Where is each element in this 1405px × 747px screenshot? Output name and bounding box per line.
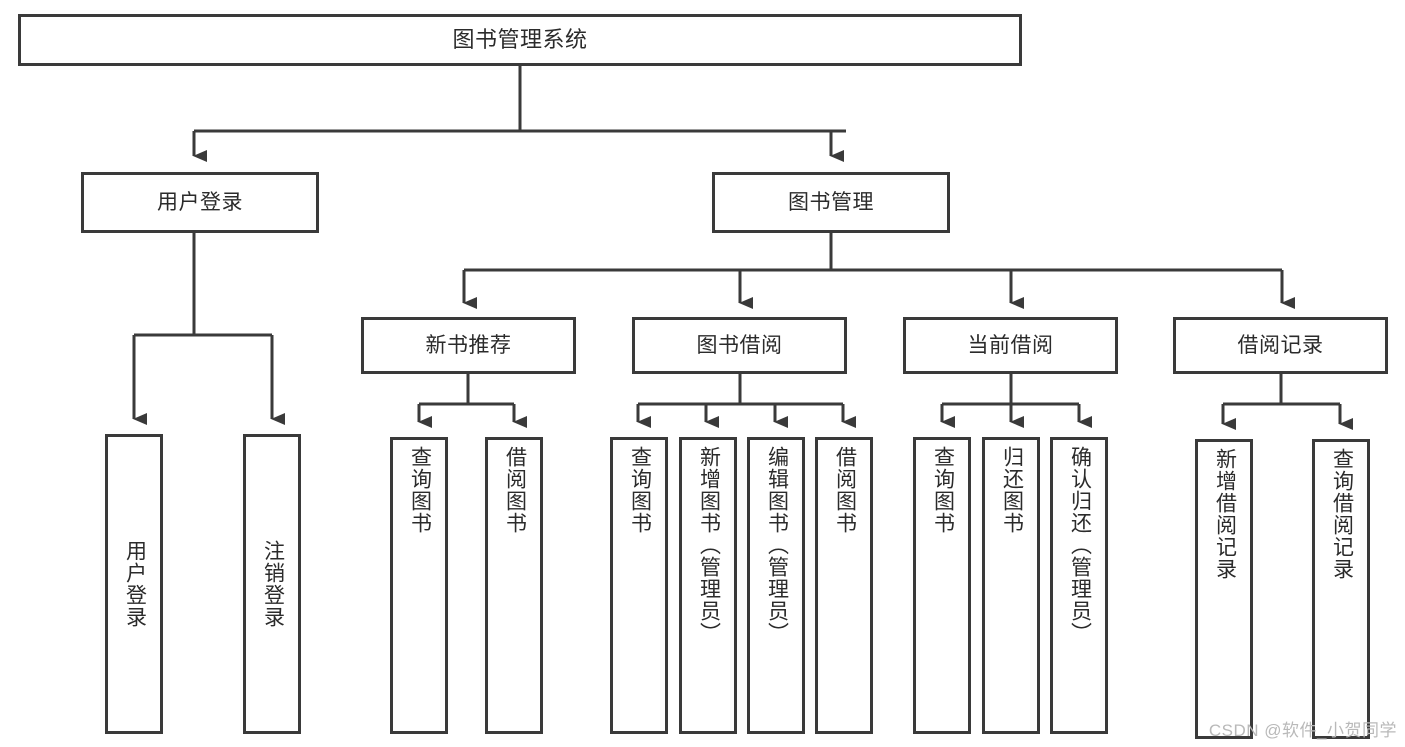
node-leaf-borrow-book-recommend[interactable]: 借阅图书	[485, 437, 543, 734]
node-label: 编辑图书（管理员）	[765, 446, 789, 644]
node-book-borrow[interactable]: 图书借阅	[632, 317, 847, 374]
node-leaf-return-book[interactable]: 归还图书	[982, 437, 1040, 734]
node-label: 用户登录	[123, 540, 147, 628]
node-label: 借阅图书	[503, 446, 527, 534]
node-root-system[interactable]: 图书管理系统	[18, 14, 1022, 66]
node-label: 查询图书	[628, 446, 652, 534]
watermark-text: CSDN @软件_小贺同学	[1208, 721, 1397, 740]
node-label: 图书管理	[788, 190, 874, 214]
node-label: 借阅图书	[833, 446, 857, 534]
node-leaf-add-borrow-record[interactable]: 新增借阅记录	[1195, 439, 1253, 739]
node-label: 注销登录	[261, 540, 285, 628]
node-label: 查询图书	[931, 446, 955, 534]
node-label: 新增借阅记录	[1213, 448, 1237, 580]
node-book-management[interactable]: 图书管理	[712, 172, 950, 233]
node-leaf-confirm-return-admin[interactable]: 确认归还（管理员）	[1050, 437, 1108, 734]
node-user-login[interactable]: 用户登录	[81, 172, 319, 233]
node-label: 图书管理系统	[452, 26, 588, 52]
node-leaf-borrow-book[interactable]: 借阅图书	[815, 437, 873, 734]
node-label: 新增图书（管理员）	[697, 446, 721, 644]
node-label: 当前借阅	[967, 333, 1054, 357]
node-label: 查询图书	[408, 446, 432, 534]
node-label: 确认归还（管理员）	[1068, 446, 1092, 644]
node-borrow-record[interactable]: 借阅记录	[1173, 317, 1388, 374]
node-label: 查询借阅记录	[1330, 448, 1354, 580]
node-label: 图书借阅	[696, 333, 783, 357]
node-new-book-recommend[interactable]: 新书推荐	[361, 317, 576, 374]
node-leaf-query-book-current[interactable]: 查询图书	[913, 437, 971, 734]
node-current-borrow[interactable]: 当前借阅	[903, 317, 1118, 374]
node-label: 归还图书	[1000, 446, 1024, 534]
node-leaf-query-book-recommend[interactable]: 查询图书	[390, 437, 448, 734]
node-leaf-logout[interactable]: 注销登录	[243, 434, 301, 734]
node-leaf-query-borrow-record[interactable]: 查询借阅记录	[1312, 439, 1370, 739]
node-leaf-query-book-borrow[interactable]: 查询图书	[610, 437, 668, 734]
node-label: 新书推荐	[425, 333, 512, 357]
node-label: 用户登录	[157, 190, 243, 214]
node-leaf-edit-book-admin[interactable]: 编辑图书（管理员）	[747, 437, 805, 734]
node-leaf-add-book-admin[interactable]: 新增图书（管理员）	[679, 437, 737, 734]
node-label: 借阅记录	[1237, 333, 1324, 357]
node-leaf-user-login[interactable]: 用户登录	[105, 434, 163, 734]
